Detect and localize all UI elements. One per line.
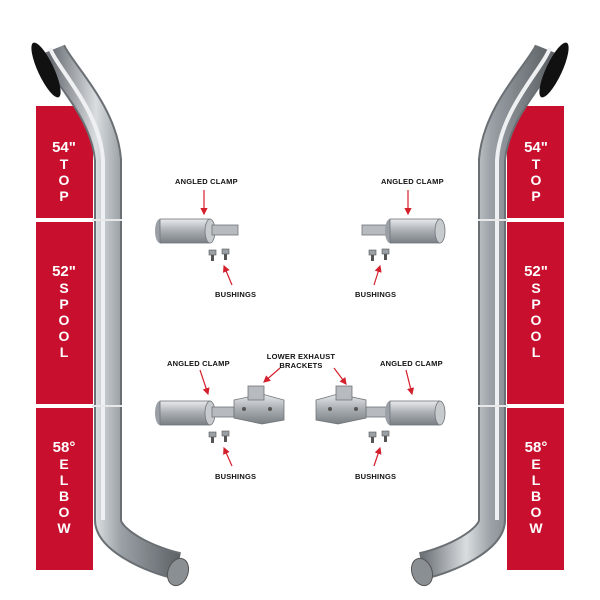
lower-exhaust-brackets-label: LOWER EXHAUST BRACKETS bbox=[262, 352, 340, 370]
left-elbow-letter: B bbox=[58, 488, 70, 504]
right-top-size: 54" bbox=[524, 139, 548, 156]
right-elbow-label: 58° E L B O W bbox=[521, 439, 551, 537]
right-elbow-letter: O bbox=[530, 504, 542, 520]
left-exhaust-pipe bbox=[31, 42, 190, 587]
right-lower-exhaust-bracket bbox=[315, 385, 367, 425]
left-top-letter: T bbox=[59, 156, 69, 172]
lower-left-angled-clamp-label: ANGLED CLAMP bbox=[167, 359, 230, 368]
left-spool-letter: O bbox=[58, 312, 70, 328]
arrow-lower-left-clamp bbox=[199, 369, 210, 396]
left-spool-band bbox=[36, 222, 93, 404]
left-elbow-letter: E bbox=[59, 456, 69, 472]
right-spool-letter: S bbox=[531, 280, 541, 296]
callout-arrows bbox=[199, 190, 415, 467]
upper-left-angled-clamp-label: ANGLED CLAMP bbox=[175, 177, 238, 186]
left-elbow-band bbox=[36, 408, 93, 570]
upper-left-bushings bbox=[208, 248, 230, 261]
arrow-lower-right-bushings bbox=[373, 446, 382, 467]
left-spool-letter: O bbox=[58, 328, 70, 344]
right-spool-letter: L bbox=[531, 344, 541, 360]
left-top-label: 54" T O P bbox=[49, 139, 79, 205]
lower-right-bushings bbox=[368, 430, 390, 443]
right-elbow-size: 58° bbox=[524, 439, 548, 456]
lower-right-bushings-label: BUSHINGS bbox=[355, 472, 397, 481]
right-top-letter: O bbox=[530, 172, 542, 188]
upper-right-bushings-label: BUSHINGS bbox=[355, 290, 397, 299]
arrow-lower-right-clamp bbox=[405, 369, 415, 396]
right-spool-letter: O bbox=[530, 328, 542, 344]
arrow-left-bracket bbox=[263, 367, 281, 383]
left-spool-size: 52" bbox=[52, 263, 76, 280]
lower-left-bushings-label: BUSHINGS bbox=[215, 472, 257, 481]
arrow-upper-right-bushings bbox=[373, 264, 382, 286]
right-pipe-outlet bbox=[539, 42, 569, 98]
upper-right-angled-clamp bbox=[361, 218, 446, 244]
left-spool-letter: P bbox=[59, 296, 69, 312]
left-elbow-letter: O bbox=[58, 504, 70, 520]
right-top-label: 54" T O P bbox=[521, 139, 551, 205]
lower-right-angled-clamp-label: ANGLED CLAMP bbox=[380, 359, 443, 368]
right-spool-band bbox=[507, 222, 564, 404]
right-spool-letter: O bbox=[530, 312, 542, 328]
left-elbow-letter: L bbox=[59, 472, 69, 488]
left-pipe-outlet bbox=[31, 42, 61, 98]
right-elbow-letter: L bbox=[531, 472, 541, 488]
left-elbow-label: 58° E L B O W bbox=[49, 439, 79, 537]
right-exhaust-pipe bbox=[410, 42, 569, 587]
arrow-upper-left-bushings bbox=[223, 264, 233, 286]
upper-right-bushings bbox=[368, 248, 390, 261]
right-top-letter: T bbox=[531, 156, 541, 172]
left-top-size: 54" bbox=[52, 139, 76, 156]
lower-left-bushings bbox=[208, 430, 230, 443]
left-top-letter: O bbox=[58, 172, 70, 188]
lower-brackets-line2: BRACKETS bbox=[279, 361, 323, 370]
lower-brackets-line1: LOWER EXHAUST bbox=[266, 352, 336, 361]
arrow-lower-left-bushings bbox=[223, 446, 233, 467]
lower-right-angled-clamp bbox=[365, 400, 446, 426]
right-spool-size: 52" bbox=[524, 263, 548, 280]
upper-left-angled-clamp bbox=[155, 218, 239, 244]
left-top-letter: P bbox=[59, 188, 69, 204]
right-elbow-letter: B bbox=[530, 488, 542, 504]
left-spool-letter: L bbox=[59, 344, 69, 360]
left-spool-letter: S bbox=[59, 280, 69, 296]
right-top-letter: P bbox=[531, 188, 541, 204]
right-spool-letter: P bbox=[531, 296, 541, 312]
left-elbow-size: 58° bbox=[52, 439, 76, 456]
right-spool-label: 52" S P O O L bbox=[521, 263, 551, 361]
upper-right-angled-clamp-label: ANGLED CLAMP bbox=[381, 177, 444, 186]
left-elbow-letter: W bbox=[57, 520, 71, 536]
right-elbow-band bbox=[507, 408, 564, 570]
arrow-right-bracket bbox=[333, 367, 347, 385]
right-elbow-letter: W bbox=[529, 520, 543, 536]
right-pipe-inlet bbox=[410, 557, 434, 587]
lower-left-angled-clamp bbox=[155, 400, 235, 426]
left-lower-exhaust-bracket bbox=[233, 385, 285, 425]
upper-left-bushings-label: BUSHINGS bbox=[215, 290, 257, 299]
left-pipe-inlet bbox=[166, 557, 190, 587]
right-elbow-letter: E bbox=[531, 456, 541, 472]
left-spool-label: 52" S P O O L bbox=[49, 263, 79, 361]
